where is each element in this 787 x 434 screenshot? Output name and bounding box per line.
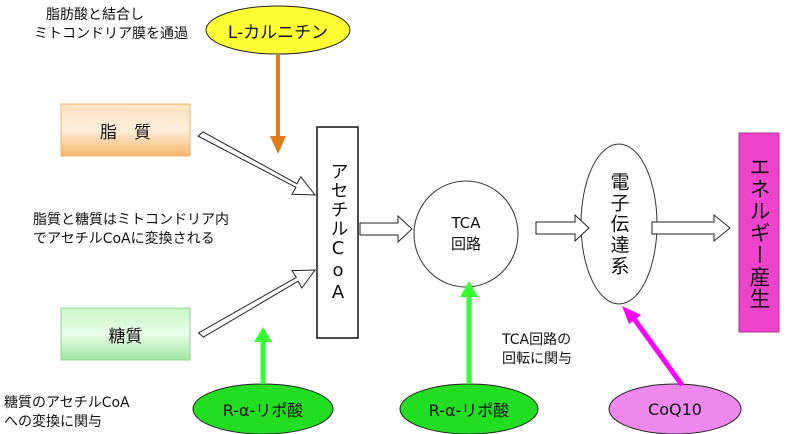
tca-note-line-2: 回転に関与 (502, 351, 572, 367)
tca-label: TCA 回路 (414, 181, 518, 287)
electron-to-energy-arrow (651, 213, 731, 243)
acetyl-coa-label: アセチルCoA (317, 127, 358, 338)
mito-note: 脂質と糖質はミトコンドリア内 でアセチルCoAに変換される (33, 211, 229, 249)
sugar-note-line-1: 糖質のアセチルCoA (4, 395, 130, 411)
carnitine-ellipse (205, 5, 351, 55)
coq10-arrow (622, 306, 685, 387)
tca-label-line-2: 回路 (450, 235, 481, 253)
sugar-label: 糖質 (108, 326, 143, 347)
mito-note-line-1: 脂質と糖質はミトコンドリア内 (33, 212, 229, 228)
sugar-note-line-2: への変換に関与 (4, 414, 102, 430)
coq10-label: CoQ10 (648, 399, 702, 419)
carnitine-note-line-1: 脂肪酸と結合し (46, 7, 144, 23)
carnitine-arrow (270, 55, 286, 154)
tca-note: TCA回路の 回転に関与 (502, 331, 572, 369)
energy-box (738, 132, 780, 333)
tca-to-electron-arrow (535, 213, 590, 243)
sugar-note: 糖質のアセチルCoA への変換に関与 (4, 394, 130, 432)
acetyl-coa-text: アセチルCoA (327, 161, 349, 304)
mito-note-line-2: でアセチルCoAに変換される (33, 231, 215, 247)
ala2-label: R-α-リポ酸 (428, 401, 510, 420)
lipid-label: 脂 質 (100, 122, 151, 143)
carnitine-label: L-カルニチン (227, 22, 329, 43)
electron-label: 電子伝達系 (581, 144, 657, 304)
lipid-to-acetyl-arrow (197, 131, 317, 196)
carnitine-note-line-2: ミトコンドリア膜を通過 (34, 26, 188, 42)
carnitine-note: 脂肪酸と結合し ミトコンドリア膜を通過 (34, 6, 188, 44)
ala1-label: R-α-リポ酸 (222, 401, 304, 420)
ala1-arrow (254, 327, 272, 384)
tca-note-line-1: TCA回路の (502, 332, 572, 348)
electron-text: 電子伝達系 (607, 171, 630, 277)
tca-label-line-1: TCA (451, 214, 481, 232)
sugar-to-acetyl-arrow (197, 269, 317, 338)
ala2-arrow (460, 281, 478, 384)
sugar-box (60, 307, 191, 361)
acetyl-coa-box (316, 126, 359, 339)
acetyl-to-tca-arrow (359, 214, 413, 244)
energy-label: エネルギー産生 (739, 133, 779, 332)
lipid-box (60, 103, 191, 157)
energy-text: エネルギー産生 (747, 155, 771, 310)
coq10-ellipse (608, 383, 742, 434)
